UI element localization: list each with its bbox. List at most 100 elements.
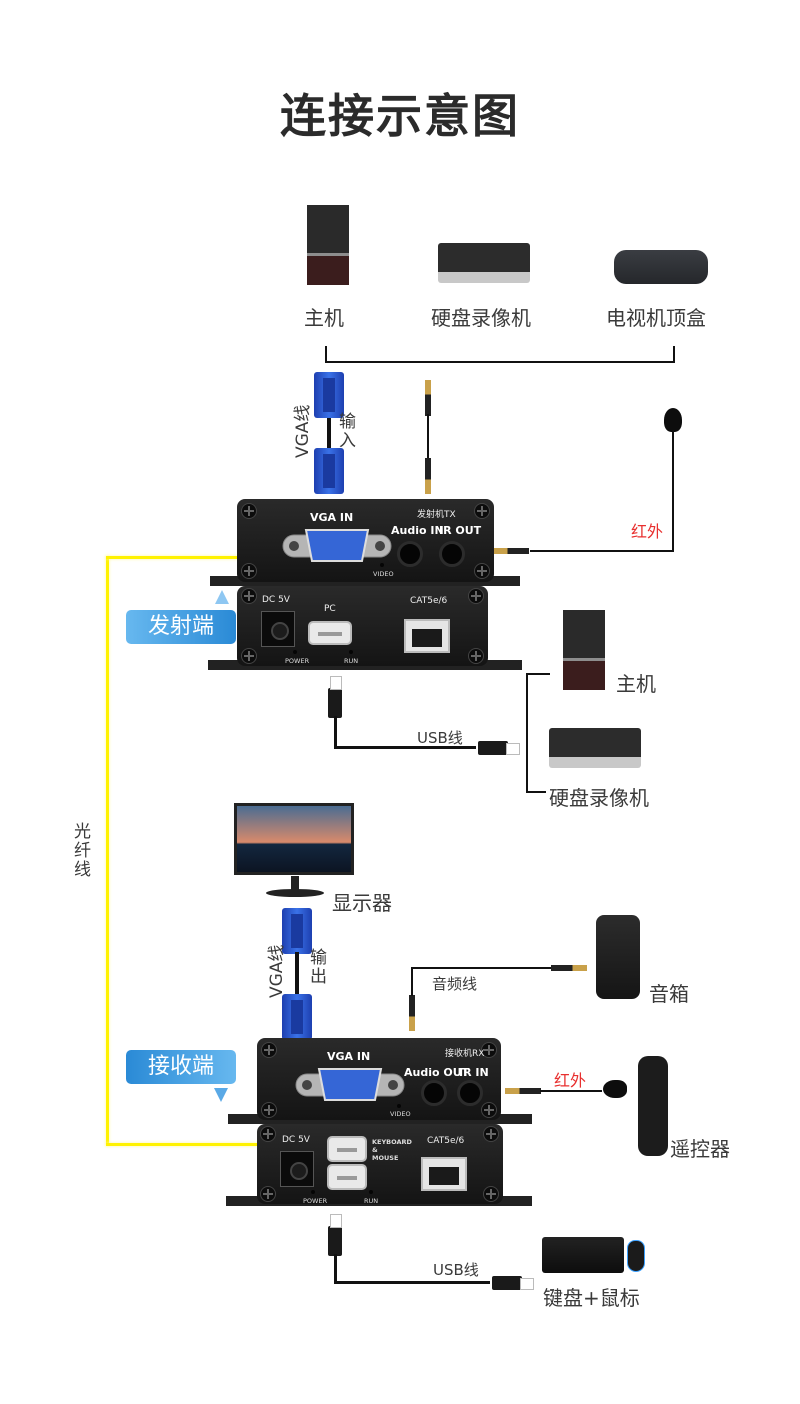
audio-plug-icon [409, 995, 415, 1031]
fiber-line-bottom [106, 1143, 258, 1146]
vga-connector-icon [314, 448, 344, 494]
rx-audio-cable-horizontal [411, 967, 561, 969]
receiver-tag: 接收端 [126, 1050, 236, 1084]
rx-vga-in-label: VGA IN [327, 1050, 371, 1063]
tx-power-led-label: POWER [285, 657, 310, 665]
tx-vga-cable-label: VGA线 [293, 404, 313, 458]
rx-vga-direction: 输出 [306, 948, 326, 986]
usb-plug-icon [328, 676, 342, 718]
kbm-label: 键盘+鼠标 [543, 1286, 640, 1310]
remote-label: 遥控器 [670, 1137, 730, 1161]
rx-audio-cable-vertical [411, 968, 413, 996]
keyboard-icon [542, 1237, 624, 1273]
vga-connector-icon [282, 994, 312, 1040]
tx-ir-label: 红外 [631, 522, 664, 541]
vga-connector-icon [314, 372, 344, 418]
tx-vga-in-label: VGA IN [310, 511, 354, 524]
rx-video-led-label: VIDEO [390, 1110, 411, 1118]
tx-rj45-port[interactable] [404, 619, 450, 653]
audio-plug-icon [425, 458, 431, 494]
remote-control-icon [638, 1056, 668, 1156]
screw-icon [261, 1042, 277, 1058]
receiver-front-panel: 接收机RX VGA IN Audio OUT IR IN VIDEO [257, 1038, 501, 1120]
tx-audio-in-jack[interactable] [397, 541, 423, 567]
power-led [293, 650, 297, 654]
vga-cable-wire [295, 952, 299, 996]
rx-usb-cable-horizontal [334, 1281, 490, 1284]
rx-ir-cable [540, 1090, 602, 1092]
source-label-nvr: 硬盘录像机 [431, 306, 531, 330]
screw-icon [468, 648, 484, 664]
screw-icon [241, 648, 257, 664]
tx-vga-direction: 输入 [335, 412, 355, 450]
screw-icon [241, 563, 257, 579]
bracket-bottom [325, 361, 675, 363]
tx-dc-jack[interactable] [261, 611, 295, 647]
screw-icon [260, 1186, 276, 1202]
monitor-base [266, 889, 324, 897]
rx-usb-cable-label: USB线 [433, 1261, 479, 1279]
tx-model-label: 发射机TX [417, 510, 456, 520]
audio-cable-wire [427, 414, 429, 458]
ir-cable-horizontal [530, 550, 674, 552]
rx-vga-port[interactable] [295, 1066, 405, 1102]
usb-target-bracket-top [526, 673, 550, 675]
ir-cable-vertical [672, 430, 674, 552]
rx-vga-cable-label: VGA线 [267, 944, 287, 998]
ir-plug-icon [505, 1088, 541, 1094]
tx-ir-out-jack[interactable] [439, 541, 465, 567]
tx-cat-label: CAT5e/6 [410, 596, 448, 606]
vga-cable-wire [327, 418, 331, 450]
page-title: 连接示意图 [280, 89, 520, 143]
source-label-pc: 主机 [304, 306, 344, 330]
screw-icon [261, 1102, 277, 1118]
pc-tower-icon [307, 205, 349, 285]
rx-ir-in-label: IR IN [459, 1066, 489, 1079]
rx-kbm-label-line2: & [372, 1146, 378, 1154]
rx-audio-out-jack[interactable] [421, 1080, 447, 1106]
power-led [311, 1190, 315, 1194]
video-led [397, 1104, 401, 1108]
tx-usb-cable-horizontal [334, 746, 476, 749]
usb-target-bracket-bottom [526, 791, 546, 793]
tx-usb-cable-label: USB线 [417, 729, 463, 747]
tag-arrow-down-icon [214, 1088, 228, 1102]
usb-target-pc-label: 主机 [616, 672, 656, 696]
screw-icon [481, 1102, 497, 1118]
tag-arrow-up-icon [215, 590, 229, 604]
speaker-label: 音箱 [649, 982, 689, 1006]
usb-target-nvr-label: 硬盘录像机 [549, 786, 649, 810]
ir-plug-icon [493, 548, 529, 554]
tx-vga-port[interactable] [282, 527, 392, 563]
set-top-box-icon [614, 250, 708, 284]
nvr-icon [549, 728, 641, 768]
rx-kbm-label-line1: KEYBOARD [372, 1138, 412, 1146]
transmitter-back-panel: DC 5V PC CAT5e/6 POWER RUN [237, 586, 488, 666]
rx-audio-cable-label: 音频线 [432, 975, 478, 993]
monitor-label: 显示器 [332, 891, 392, 915]
rx-usb-port-1[interactable] [327, 1136, 367, 1162]
rx-rj45-port[interactable] [421, 1157, 467, 1191]
screw-icon [483, 1186, 499, 1202]
fiber-label: 光纤线 [70, 822, 90, 879]
rx-audio-out-label: Audio OUT [404, 1066, 470, 1079]
rx-dc-jack[interactable] [280, 1151, 314, 1187]
screw-icon [481, 1042, 497, 1058]
rx-usb-cable-vertical [334, 1254, 337, 1284]
mouse-icon [627, 1240, 645, 1272]
tx-dc-label: DC 5V [262, 595, 290, 605]
tx-video-led-label: VIDEO [373, 570, 394, 578]
tx-run-led-label: RUN [344, 657, 359, 665]
rx-usb-port-2[interactable] [327, 1164, 367, 1190]
screw-icon [474, 563, 490, 579]
ir-emitter-icon [664, 408, 682, 432]
usb-target-bracket [526, 673, 528, 793]
tx-usb-cable-vertical [334, 716, 337, 748]
rx-ir-in-jack[interactable] [457, 1080, 483, 1106]
usb-plug-icon [328, 1214, 342, 1256]
nvr-icon [438, 243, 530, 283]
audio-plug-icon [425, 380, 431, 416]
rx-model-label: 接收机RX [445, 1049, 485, 1059]
tx-usb-port[interactable] [308, 621, 352, 645]
audio-plug-icon [551, 965, 587, 971]
